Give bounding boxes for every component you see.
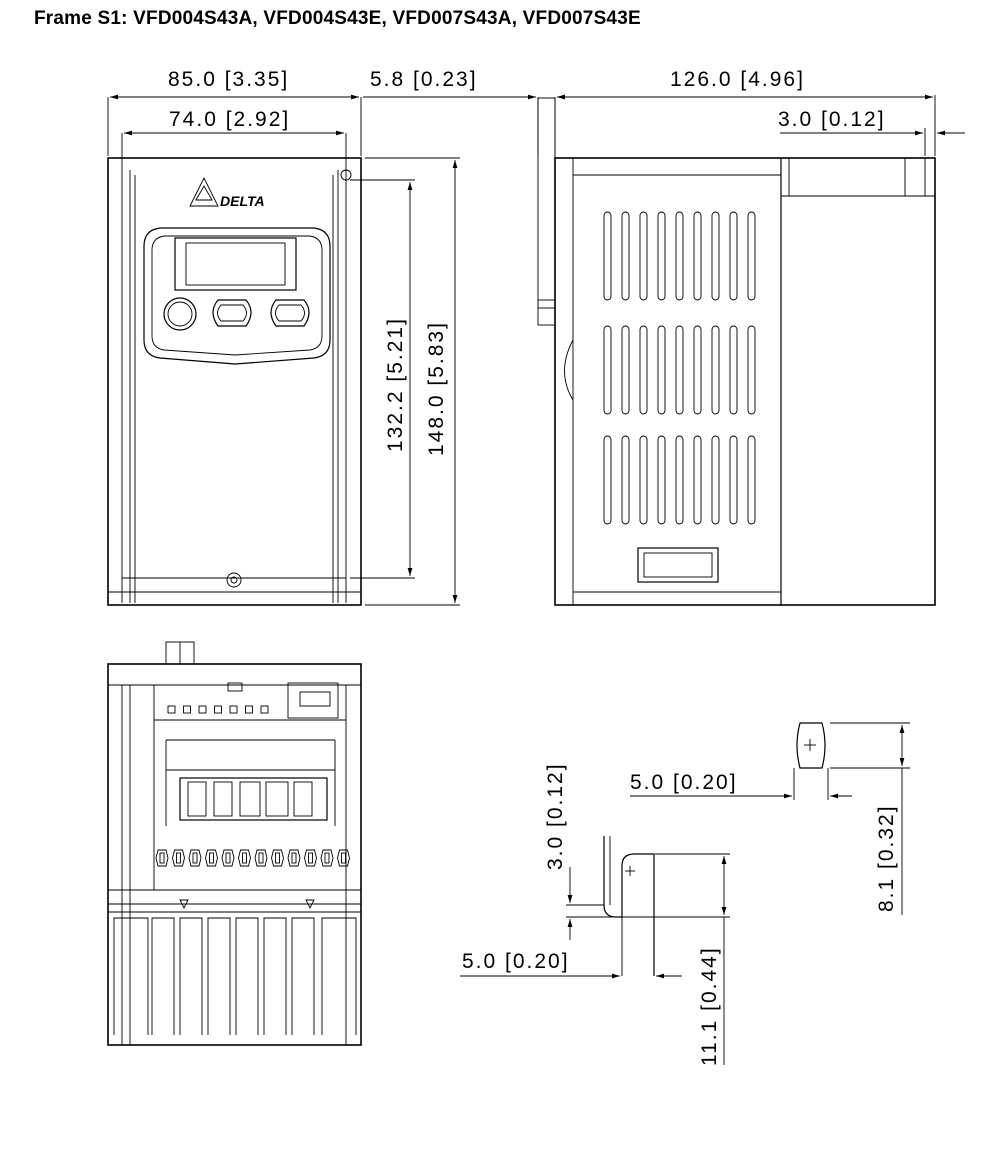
knob-icon bbox=[163, 297, 197, 331]
bracket-a-thickness-label: 3.0 [0.12] bbox=[544, 762, 567, 870]
front-width-label: 85.0 [3.35] bbox=[168, 68, 289, 91]
mount-height-label: 132.2 [5.21] bbox=[384, 317, 407, 452]
bracket-b-width-label: 5.0 [0.20] bbox=[630, 771, 738, 794]
bracket-detail-b: 5.0 [0.20] 8.1 [0.32] bbox=[630, 722, 910, 915]
brand-logo-text: DELTA bbox=[220, 193, 265, 209]
keypad-panel bbox=[143, 227, 331, 365]
bottom-view bbox=[107, 641, 362, 1046]
bracket-b-height-label: 8.1 [0.32] bbox=[875, 804, 898, 912]
key-button-left bbox=[212, 299, 252, 327]
page-title: Frame S1: VFD004S43A, VFD004S43E, VFD007… bbox=[34, 8, 641, 29]
total-height-label: 148.0 [5.83] bbox=[425, 321, 448, 456]
front-inner-width-label: 74.0 [2.92] bbox=[169, 108, 290, 131]
vent-slots bbox=[603, 211, 756, 525]
side-depth-label: 126.0 [4.96] bbox=[670, 68, 805, 91]
front-view: DELTA 85.0 [3.35] 74.0 [2.92] 132.2 [5.2… bbox=[107, 68, 460, 606]
side-view: 5.8 [0.23] 126.0 [4.96] 3.0 [0.12] bbox=[363, 68, 965, 606]
delta-logo: DELTA bbox=[189, 176, 265, 209]
key-button-right bbox=[270, 299, 310, 327]
front-offset-label: 5.8 [0.23] bbox=[370, 68, 478, 91]
bracket-detail-a: 3.0 [0.12] 5.0 [0.20] 11.1 [0.44] bbox=[460, 762, 730, 1066]
side-lip-label: 3.0 [0.12] bbox=[778, 108, 886, 131]
bracket-a-width-label: 5.0 [0.20] bbox=[462, 950, 570, 973]
bracket-a-height-label: 11.1 [0.44] bbox=[698, 946, 721, 1066]
